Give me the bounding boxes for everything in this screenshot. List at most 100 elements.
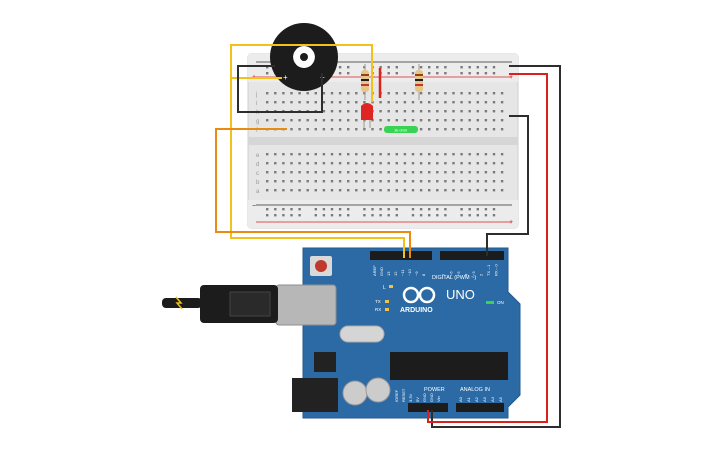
- breadboard-hole[interactable]: [274, 214, 277, 217]
- breadboard-hole[interactable]: [460, 128, 463, 131]
- breadboard-hole[interactable]: [379, 153, 382, 156]
- breadboard-hole[interactable]: [355, 110, 358, 113]
- breadboard-hole[interactable]: [387, 92, 390, 95]
- breadboard-hole[interactable]: [428, 208, 431, 211]
- breadboard-hole[interactable]: [411, 72, 415, 75]
- breadboard-hole[interactable]: [468, 119, 471, 122]
- breadboard-hole[interactable]: [330, 208, 334, 211]
- breadboard-hole[interactable]: [395, 189, 398, 192]
- breadboard-hole[interactable]: [403, 110, 407, 113]
- breadboard-hole[interactable]: [476, 153, 479, 156]
- breadboard-hole[interactable]: [266, 101, 269, 104]
- breadboard-hole[interactable]: [314, 208, 317, 211]
- breadboard-hole[interactable]: [411, 110, 415, 113]
- breadboard-hole[interactable]: [290, 92, 293, 95]
- breadboard-hole[interactable]: [468, 128, 471, 131]
- breadboard-hole[interactable]: [306, 180, 309, 183]
- breadboard-hole[interactable]: [492, 66, 496, 69]
- yellow-wire-pin[interactable]: [230, 78, 405, 258]
- breadboard-hole[interactable]: [314, 92, 317, 95]
- breadboard-hole[interactable]: [452, 110, 455, 113]
- breadboard-hole[interactable]: [298, 119, 301, 122]
- breadboard-hole[interactable]: [306, 119, 309, 122]
- breadboard-hole[interactable]: [460, 180, 463, 183]
- breadboard-hole[interactable]: [468, 162, 471, 165]
- breadboard-hole[interactable]: [395, 119, 398, 122]
- breadboard-hole[interactable]: [444, 214, 447, 217]
- breadboard-hole[interactable]: [411, 208, 415, 211]
- breadboard-hole[interactable]: [266, 171, 269, 174]
- breadboard-hole[interactable]: [371, 128, 374, 131]
- breadboard-hole[interactable]: [484, 119, 488, 122]
- breadboard-hole[interactable]: [306, 101, 309, 104]
- breadboard-hole[interactable]: [436, 153, 439, 156]
- breadboard-hole[interactable]: [371, 101, 374, 104]
- breadboard-hole[interactable]: [282, 101, 285, 104]
- breadboard-hole[interactable]: [500, 189, 504, 192]
- breadboard-hole[interactable]: [274, 171, 277, 174]
- breadboard-hole[interactable]: [322, 101, 326, 104]
- breadboard-hole[interactable]: [363, 92, 366, 95]
- breadboard-hole[interactable]: [379, 110, 382, 113]
- breadboard-hole[interactable]: [298, 153, 301, 156]
- breadboard-hole[interactable]: [282, 171, 285, 174]
- breadboard-hole[interactable]: [476, 66, 479, 69]
- breadboard-hole[interactable]: [387, 189, 390, 192]
- breadboard-hole[interactable]: [298, 189, 301, 192]
- digital-header-right[interactable]: [440, 251, 504, 260]
- breadboard-hole[interactable]: [347, 208, 350, 211]
- breadboard-hole[interactable]: [436, 171, 439, 174]
- breadboard-hole[interactable]: [484, 189, 488, 192]
- red-wire-5v[interactable]: [427, 73, 548, 423]
- breadboard-hole[interactable]: [266, 92, 269, 95]
- breadboard-hole[interactable]: [379, 214, 382, 217]
- breadboard-hole[interactable]: [347, 72, 350, 75]
- breadboard-hole[interactable]: [460, 162, 463, 165]
- breadboard-hole[interactable]: [436, 162, 439, 165]
- usb-cable[interactable]: [162, 285, 278, 323]
- breadboard-hole[interactable]: [419, 101, 423, 104]
- breadboard-hole[interactable]: [460, 189, 463, 192]
- breadboard-hole[interactable]: [444, 101, 447, 104]
- breadboard-hole[interactable]: [468, 208, 471, 211]
- breadboard-hole[interactable]: [452, 128, 455, 131]
- breadboard-hole[interactable]: [306, 171, 309, 174]
- breadboard-hole[interactable]: [387, 101, 390, 104]
- breadboard-hole[interactable]: [460, 66, 463, 69]
- breadboard-hole[interactable]: [395, 101, 398, 104]
- breadboard-hole[interactable]: [363, 214, 366, 217]
- breadboard-hole[interactable]: [428, 72, 431, 75]
- breadboard-hole[interactable]: [492, 162, 496, 165]
- breadboard-hole[interactable]: [419, 162, 423, 165]
- breadboard-hole[interactable]: [436, 72, 439, 75]
- breadboard-hole[interactable]: [363, 171, 366, 174]
- breadboard-hole[interactable]: [338, 128, 342, 131]
- breadboard-hole[interactable]: [428, 214, 431, 217]
- breadboard-hole[interactable]: [330, 110, 334, 113]
- breadboard-hole[interactable]: [492, 153, 496, 156]
- breadboard-hole[interactable]: [476, 208, 479, 211]
- breadboard-hole[interactable]: [428, 119, 431, 122]
- breadboard-hole[interactable]: [314, 101, 317, 104]
- breadboard-hole[interactable]: [500, 119, 504, 122]
- breadboard-hole[interactable]: [411, 66, 415, 69]
- breadboard-hole[interactable]: [379, 189, 382, 192]
- breadboard-hole[interactable]: [436, 66, 439, 69]
- breadboard-hole[interactable]: [484, 92, 488, 95]
- breadboard-hole[interactable]: [355, 153, 358, 156]
- breadboard-hole[interactable]: [363, 153, 366, 156]
- breadboard-hole[interactable]: [290, 128, 293, 131]
- breadboard-hole[interactable]: [363, 180, 366, 183]
- breadboard-hole[interactable]: [274, 119, 277, 122]
- breadboard-hole[interactable]: [363, 189, 366, 192]
- piezo-buzzer[interactable]: + −: [270, 23, 338, 91]
- breadboard-hole[interactable]: [492, 101, 496, 104]
- breadboard-hole[interactable]: [347, 162, 350, 165]
- breadboard-hole[interactable]: [419, 119, 423, 122]
- breadboard-hole[interactable]: [314, 180, 317, 183]
- breadboard-hole[interactable]: [395, 66, 398, 69]
- breadboard-hole[interactable]: [436, 128, 439, 131]
- breadboard-hole[interactable]: [484, 208, 488, 211]
- breadboard-hole[interactable]: [290, 189, 293, 192]
- resistor[interactable]: [415, 64, 423, 100]
